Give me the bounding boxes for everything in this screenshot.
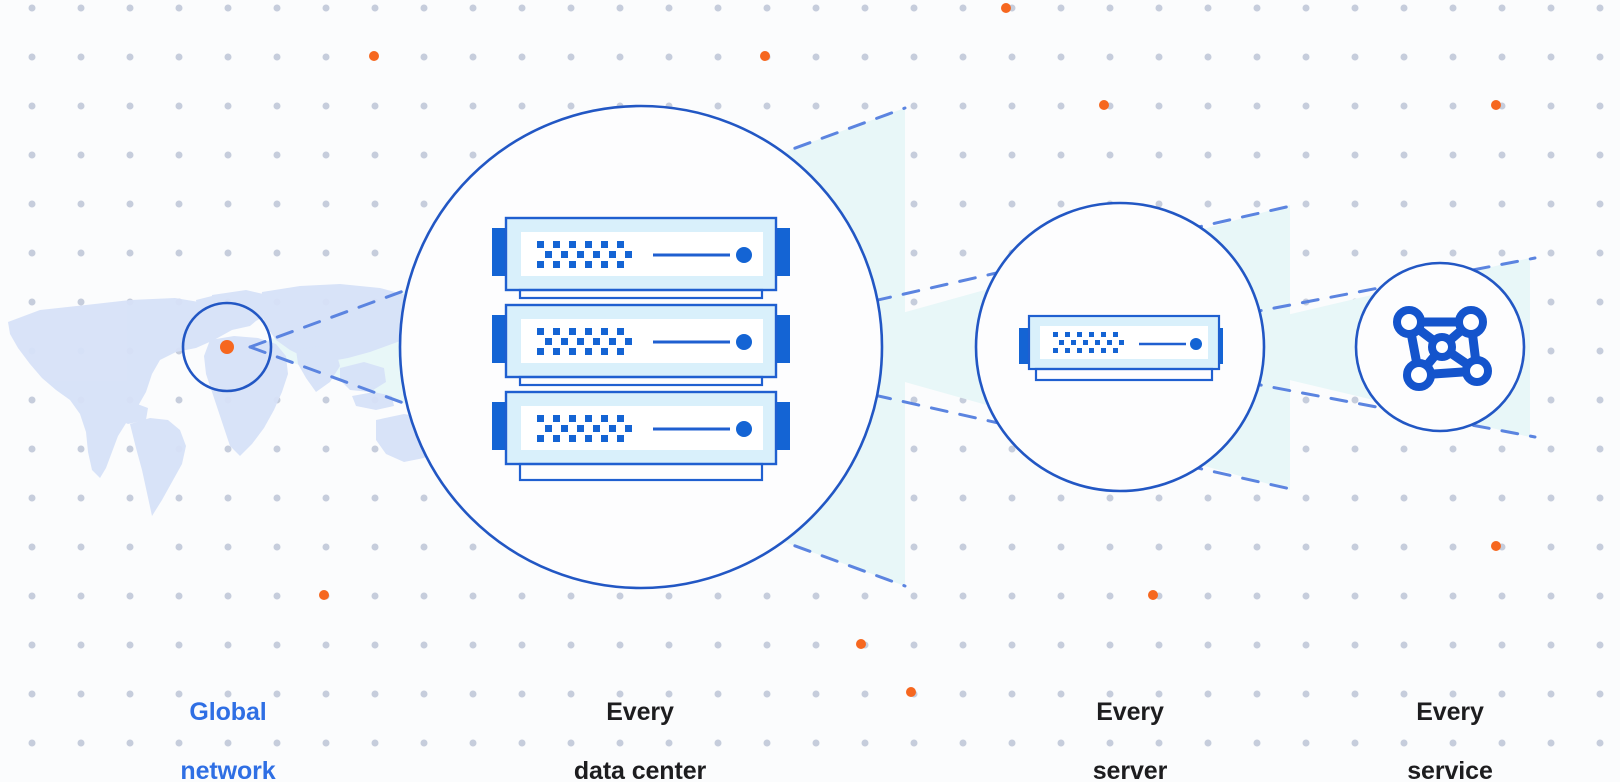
server-unit-icon bbox=[1019, 314, 1223, 382]
map-focus-dot bbox=[220, 340, 234, 354]
server-rack-icon bbox=[492, 216, 790, 482]
grid-highlight-dots bbox=[319, 3, 1501, 697]
rack-unit-1 bbox=[492, 216, 790, 300]
map-focus-circle bbox=[181, 301, 273, 393]
rack-unit-3 bbox=[492, 390, 790, 482]
rack-unit-2 bbox=[492, 303, 790, 387]
network-mesh-nodes bbox=[1393, 306, 1492, 391]
